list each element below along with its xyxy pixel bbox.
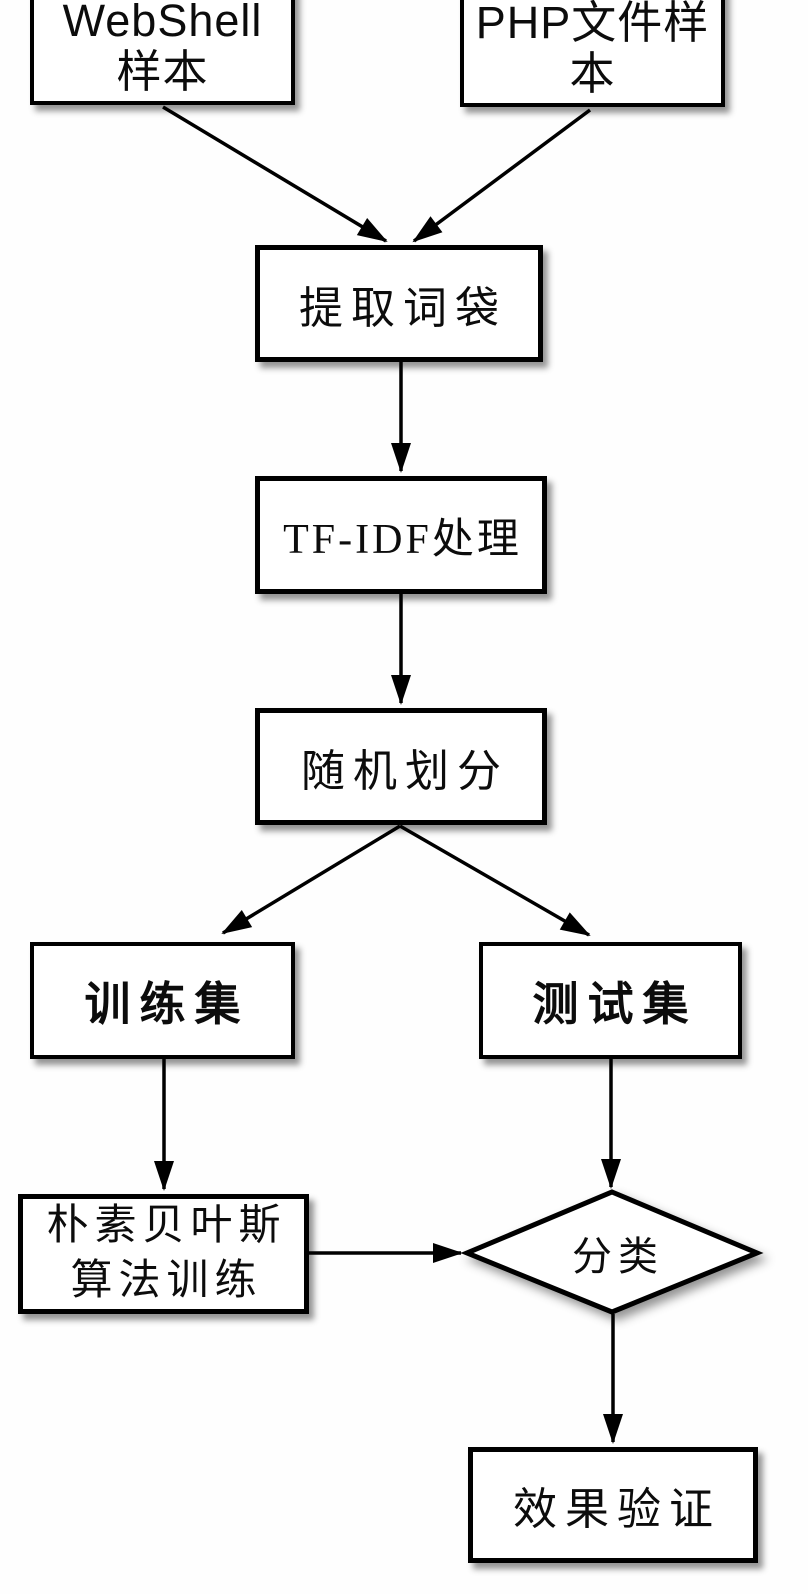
node-webshell-samples-label: WebShell 样本 (62, 0, 263, 98)
node-tfidf-processing-label: TF-IDF处理 (283, 516, 522, 563)
node-naive-bayes-training: 朴素贝叶斯 算法训练 (18, 1194, 309, 1314)
node-test-set-label: 测试集 (532, 977, 698, 1030)
node-php-file-samples-label: PHP文件样 本 (475, 0, 710, 100)
node-effect-verification-label: 效果验证 (513, 1485, 721, 1534)
node-extract-bow: 提取词袋 (255, 245, 543, 362)
node-classification-shape (460, 1189, 764, 1315)
node-training-set: 训练集 (30, 942, 295, 1059)
node-test-set: 测试集 (479, 942, 742, 1059)
node-classification: 分类 (527, 1225, 703, 1281)
node-classification-label: 分类 (572, 1235, 664, 1279)
node-effect-verification: 效果验证 (468, 1447, 758, 1563)
edge-webshell-to-extract (162, 105, 388, 243)
edge-php-to-extract (412, 108, 592, 243)
node-extract-bow-label: 提取词袋 (299, 283, 507, 333)
node-naive-bayes-training-label: 朴素贝叶斯 算法训练 (46, 1203, 287, 1304)
node-tfidf-processing: TF-IDF处理 (255, 476, 547, 594)
node-webshell-samples: WebShell 样本 (30, 0, 295, 105)
node-random-split: 随机划分 (255, 708, 547, 825)
node-random-split-label: 随机划分 (301, 746, 509, 796)
node-training-set-label: 训练集 (84, 977, 250, 1030)
edge-split-to-train (221, 824, 401, 935)
edge-split-to-test (399, 824, 591, 937)
node-php-file-samples: PHP文件样 本 (460, 0, 725, 107)
